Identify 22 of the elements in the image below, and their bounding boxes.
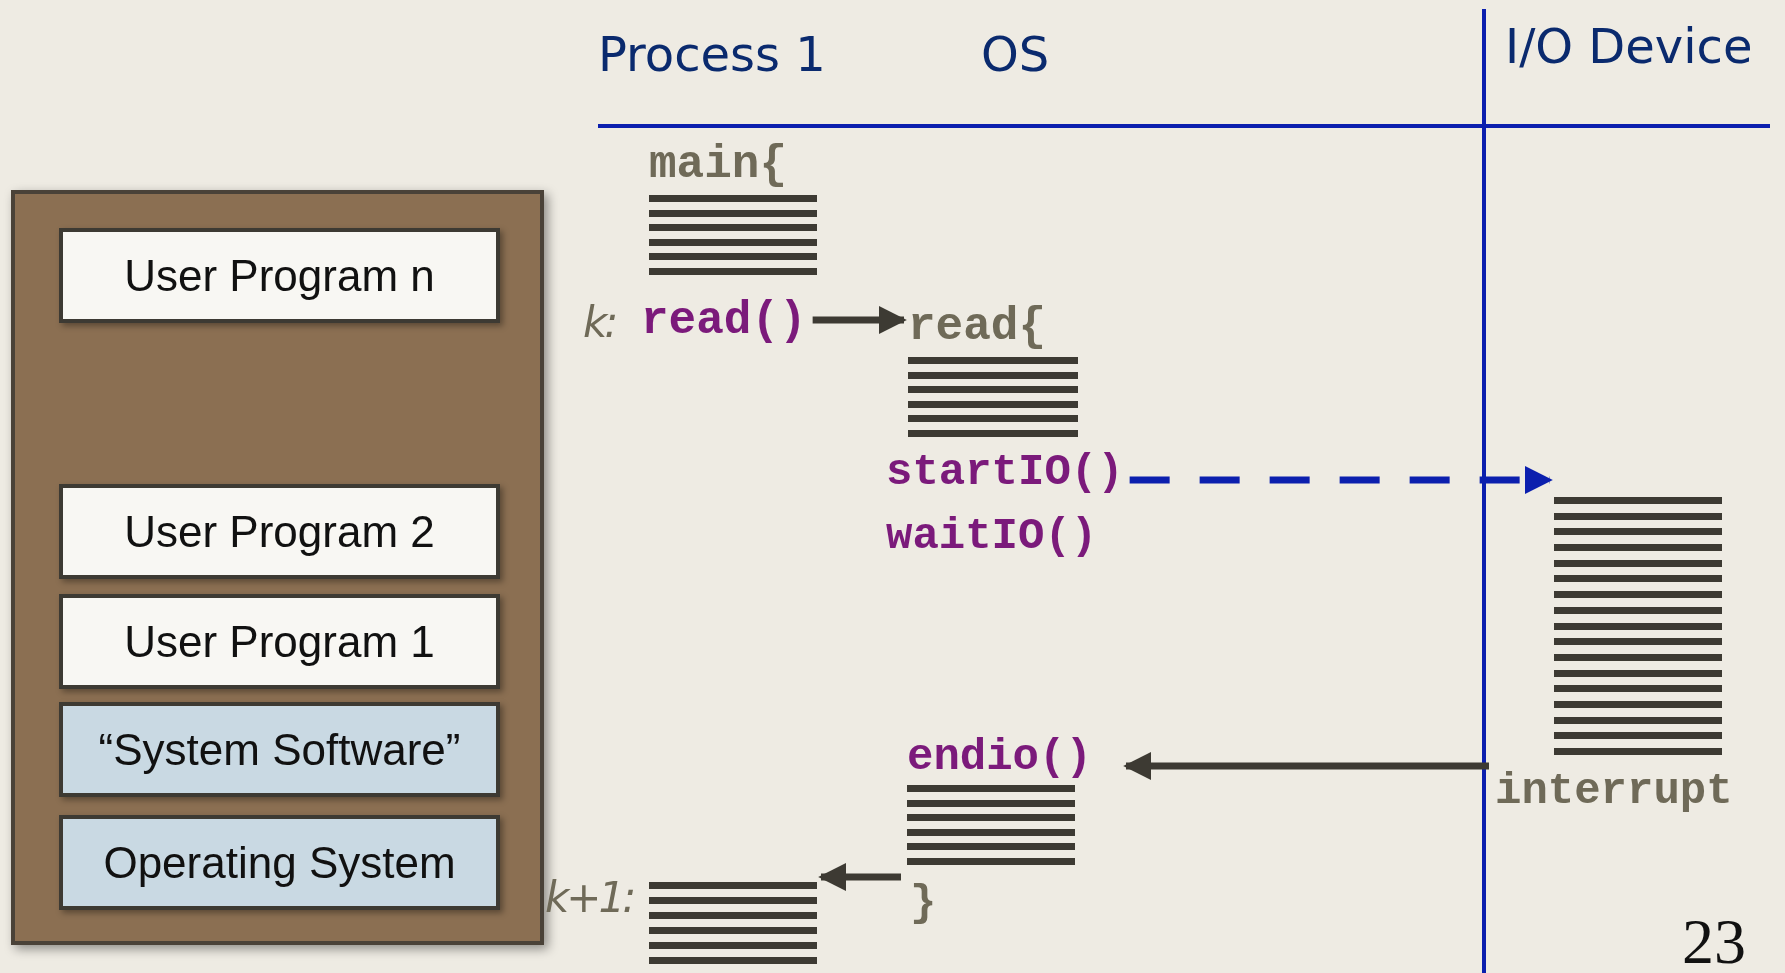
layer-box: “System Software” xyxy=(59,702,500,797)
layer-box: User Program n xyxy=(59,228,500,323)
memory-stack-panel xyxy=(11,190,544,945)
layer-box: User Program 2 xyxy=(59,484,500,579)
code-heading: read{ xyxy=(908,302,1048,353)
code-call: startIO() xyxy=(886,448,1124,497)
layer-box: User Program 1 xyxy=(59,594,500,689)
layer-box: Operating System xyxy=(59,815,500,910)
column-heading: OS xyxy=(981,30,1050,78)
arrow xyxy=(1129,466,1553,494)
step-label: k: xyxy=(583,298,616,347)
step-label: k+1: xyxy=(545,873,634,922)
code-call: read() xyxy=(641,296,807,347)
code-heading: main{ xyxy=(649,140,789,191)
arrow xyxy=(812,306,907,334)
column-heading: I/O Device xyxy=(1505,22,1753,70)
code-call: interrupt xyxy=(1495,767,1733,816)
code-call: waitIO() xyxy=(886,511,1098,561)
code-heading: endio() xyxy=(907,733,1093,782)
column-heading: Process 1 xyxy=(598,30,826,78)
code-brace: } xyxy=(910,878,937,928)
page-number: 23 xyxy=(1682,905,1746,973)
